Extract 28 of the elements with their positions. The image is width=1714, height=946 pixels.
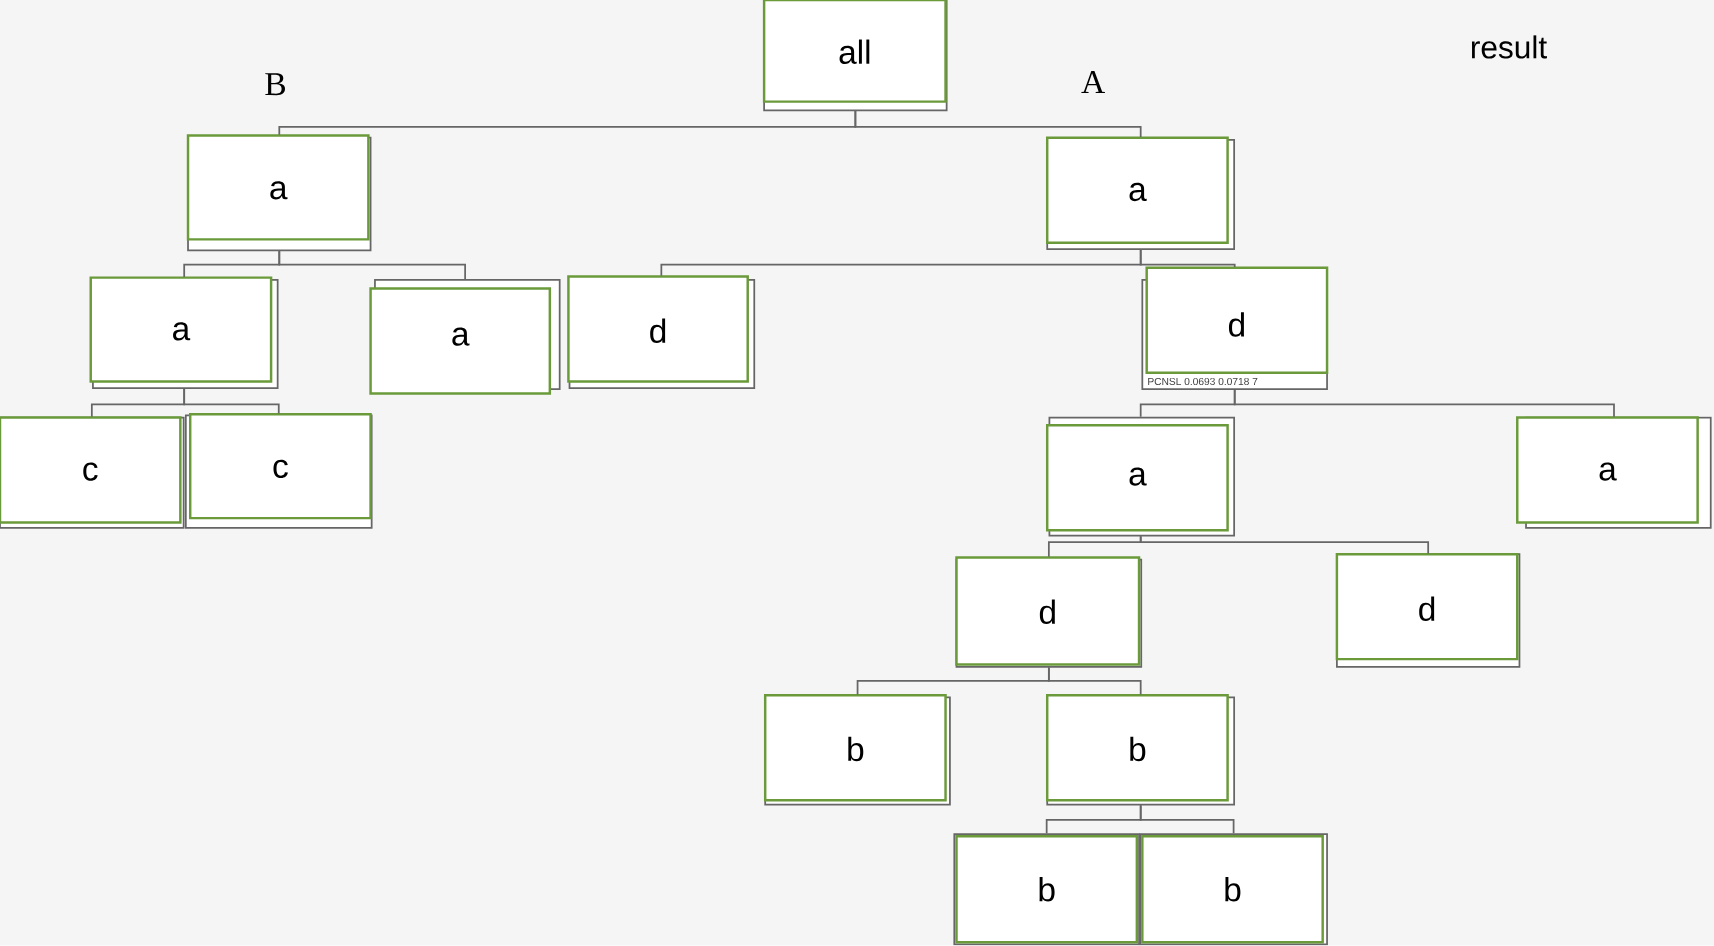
tree-node-box: b <box>953 833 1140 946</box>
tree-node-box: a <box>186 134 372 252</box>
tree-node-box: a <box>1046 136 1236 251</box>
tree-node-box: all <box>762 0 948 112</box>
text-label: A <box>1081 71 1105 94</box>
text-label: result <box>1471 35 1547 59</box>
tree-node-box: b <box>1046 694 1236 806</box>
tree-node-box: a <box>89 276 279 390</box>
tree-connector <box>1139 535 1430 555</box>
tree-connector <box>183 388 280 415</box>
tree-node-box: a <box>1046 416 1236 537</box>
tree-node-box: a <box>1516 416 1712 530</box>
tree-node-box: d <box>567 275 756 390</box>
tree-node-box: b <box>1139 833 1328 946</box>
tree-connector <box>1233 389 1615 418</box>
tree-node-box: c <box>0 416 185 530</box>
tree-node-box: d PCNSL 0.0693 0.0718 7 <box>1141 266 1329 391</box>
tree-node-box: d <box>955 556 1143 668</box>
text-label: B <box>265 73 285 96</box>
tree-node-box: c <box>184 413 373 530</box>
tree-node-box: d <box>1335 553 1521 668</box>
tree-connector <box>278 250 466 281</box>
tree-connector <box>854 110 1142 139</box>
tree-connector <box>1139 804 1235 835</box>
tree-connector <box>1139 249 1236 269</box>
tree-node-box: a <box>369 279 561 395</box>
tree-node-box: b <box>763 694 951 806</box>
tree-connector <box>1047 666 1142 696</box>
